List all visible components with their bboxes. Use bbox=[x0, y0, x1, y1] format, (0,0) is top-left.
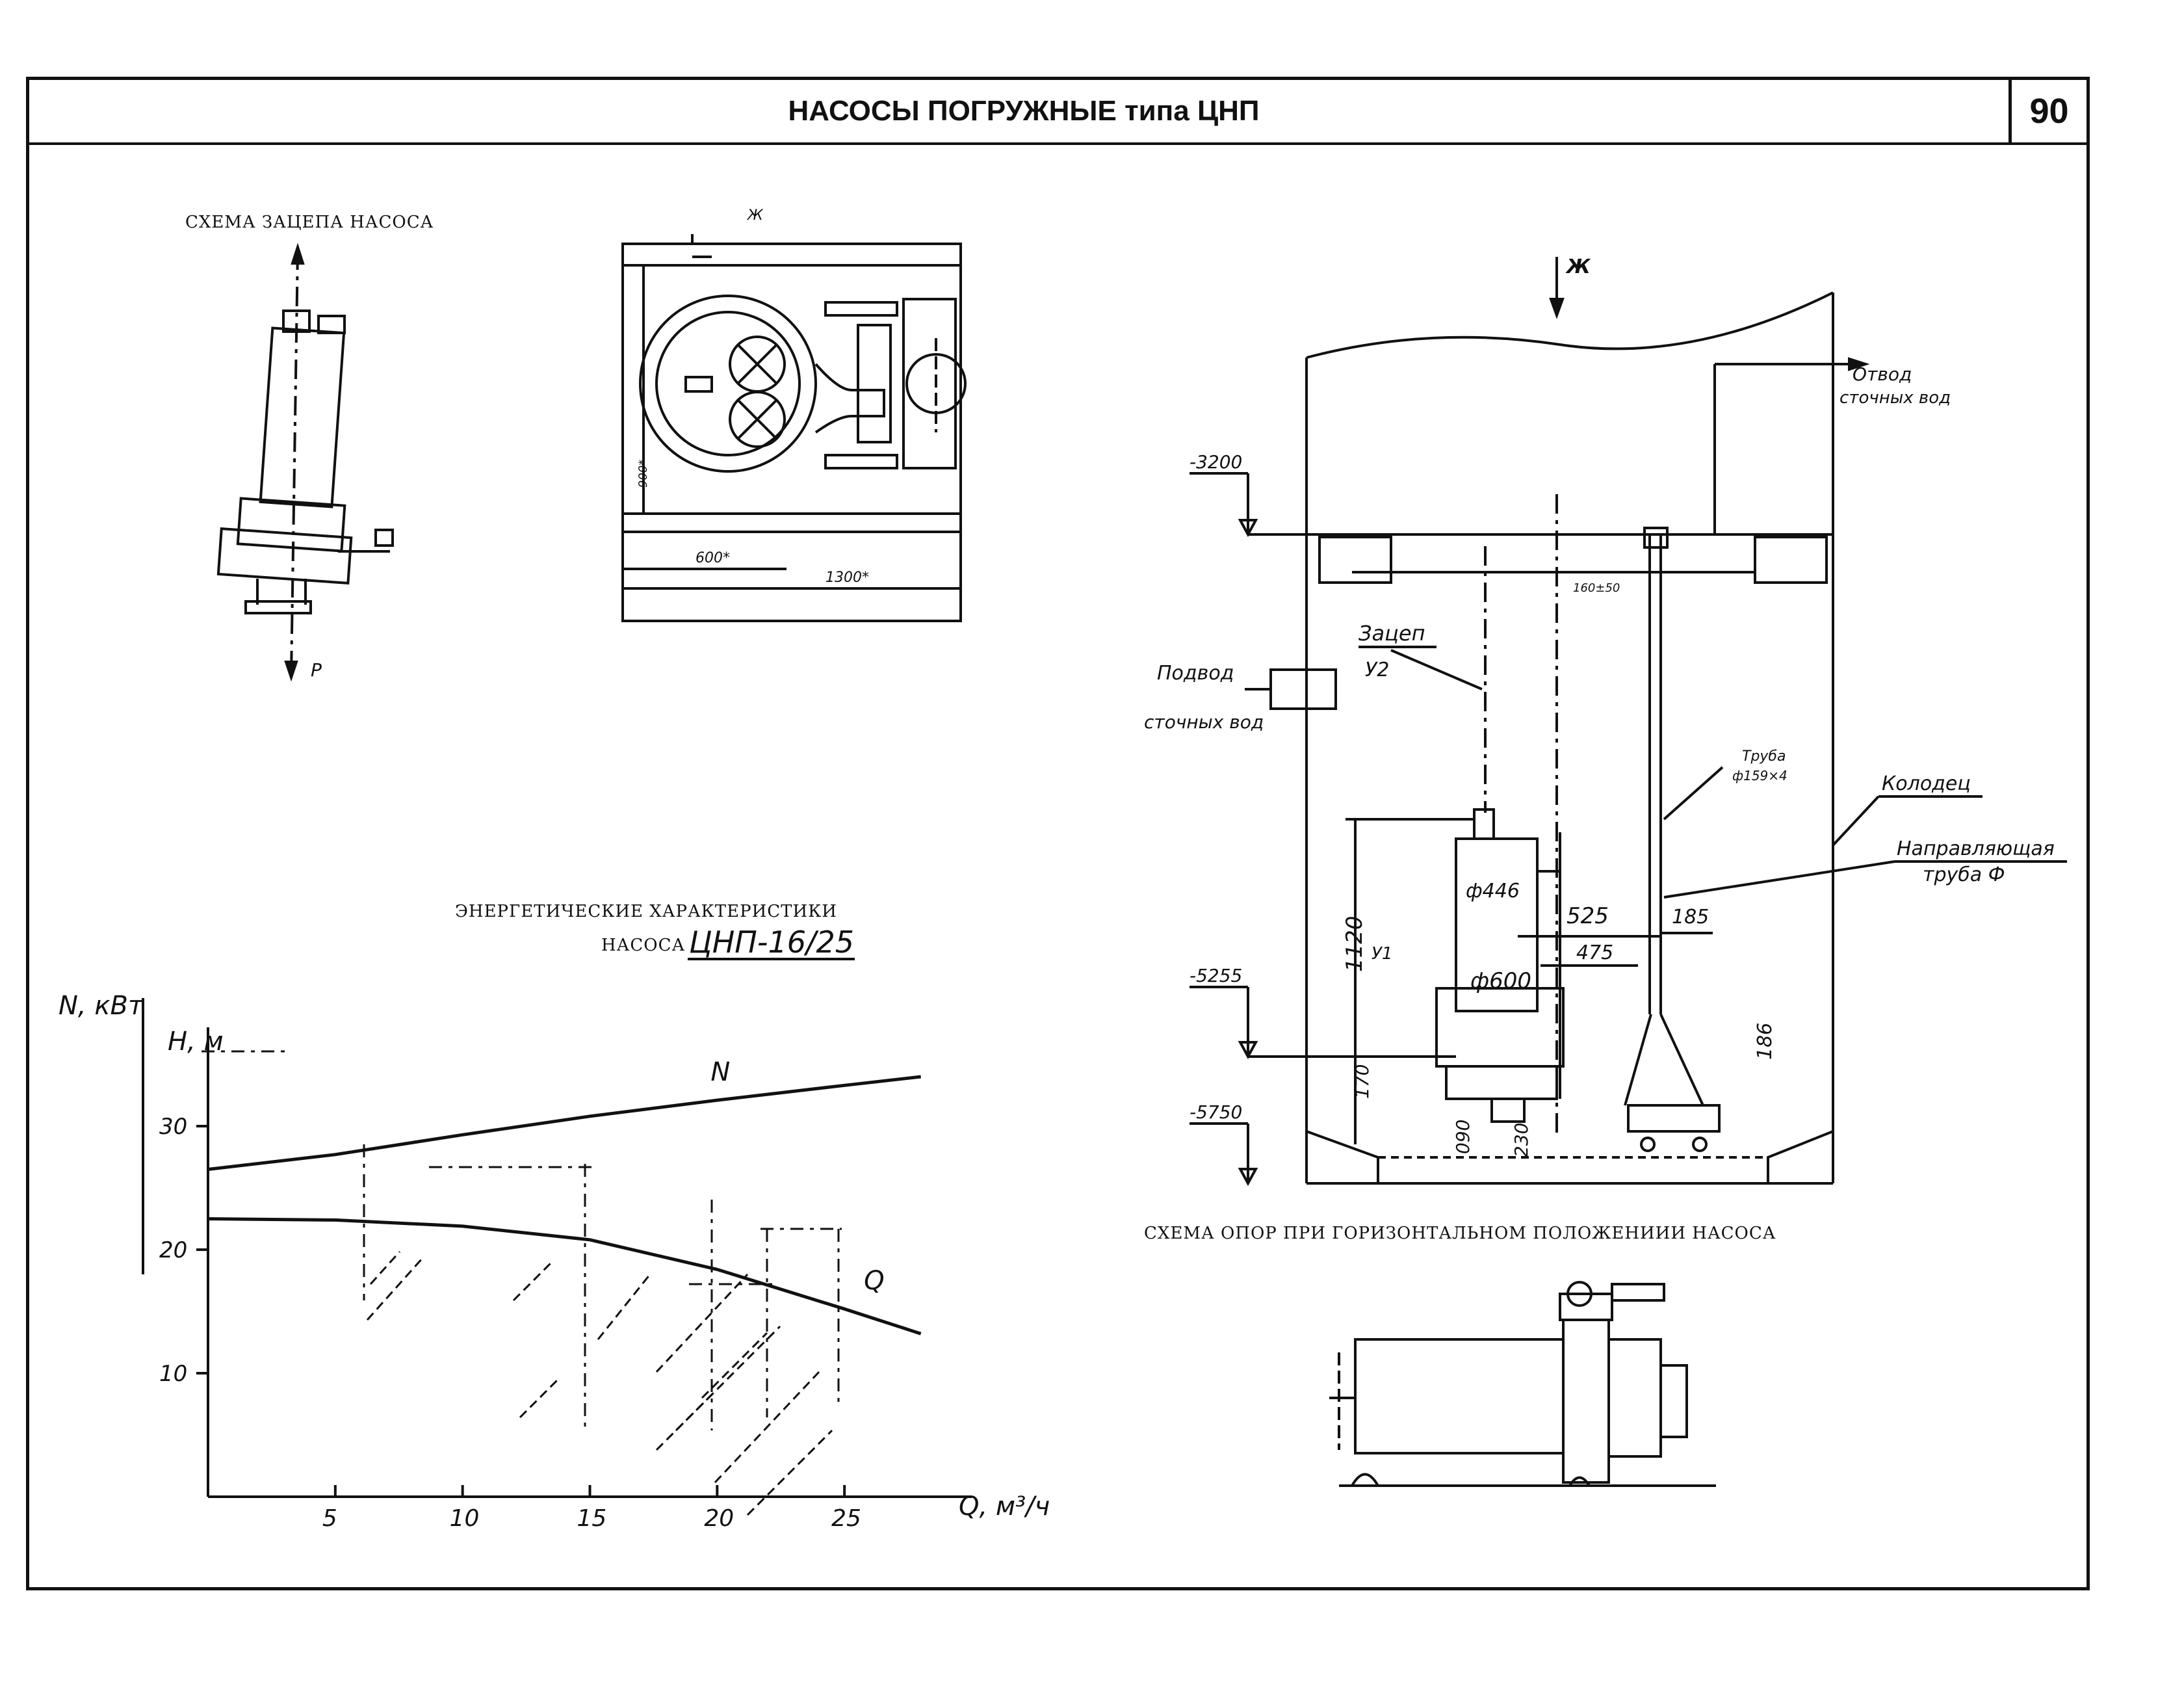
level-mid: -5255 bbox=[1190, 965, 1242, 986]
dim-600: 600* bbox=[696, 550, 730, 566]
level-bottom: -5750 bbox=[1190, 1101, 1242, 1123]
outlet-label-2: сточных вод bbox=[1840, 388, 1951, 408]
plan-view-figure: Ж 900* 600* 1300* bbox=[621, 207, 967, 622]
chart-caption-line1: ЭНЕРГЕТИЧЕСКИЕ ХАРАКТЕРИСТИКИ bbox=[455, 902, 837, 921]
well-section-figure: Ж Отвод сточных вод -3200 160±50 Подвод bbox=[1144, 256, 2067, 1187]
dim-446: ф446 bbox=[1466, 880, 1520, 902]
hook-scheme-caption: СХЕМА ЗАЦЕПА НАСОСА bbox=[185, 213, 434, 232]
x-tick-label: 15 bbox=[577, 1505, 607, 1532]
chart-construction-lines bbox=[202, 1050, 842, 1430]
page-title: НАСОСЫ ПОГРУЖНЫЕ типа ЦНП bbox=[788, 95, 1260, 127]
y-tick-label: 30 bbox=[159, 1114, 187, 1140]
guide-label-1: Направляющая bbox=[1897, 837, 2055, 860]
chart-model: ЦНП-16/25 bbox=[689, 925, 854, 960]
hook-sub: У2 bbox=[1365, 659, 1389, 681]
dim-475: 475 bbox=[1576, 941, 1613, 964]
y-axis-label: H, м bbox=[168, 1027, 224, 1057]
dim-525: 525 bbox=[1566, 903, 1609, 929]
hook-label: Зацеп bbox=[1358, 621, 1425, 646]
chart-hatching bbox=[366, 1250, 833, 1516]
header-bar: НАСОСЫ ПОГРУЖНЫЕ типа ЦНП 90 bbox=[29, 80, 2086, 145]
dim-090: 090 bbox=[1452, 1120, 1474, 1154]
y-tick-label: 20 bbox=[159, 1237, 187, 1263]
left-axis-label: N, кВт bbox=[58, 991, 144, 1021]
chart-caption-prefix: НАСОСА bbox=[601, 936, 685, 955]
chart-series: NQ bbox=[207, 1057, 922, 1335]
series-label-q: Q bbox=[864, 1266, 884, 1296]
support-scheme-caption: СХЕМА ОПОР ПРИ ГОРИЗОНТАЛЬНОМ ПОЛОЖЕНИИИ… bbox=[1144, 1224, 1776, 1243]
support-scheme-figure: СХЕМА ОПОР ПРИ ГОРИЗОНТАЛЬНОМ ПОЛОЖЕНИИИ… bbox=[1144, 1224, 1776, 1487]
x-tick-label: 5 bbox=[322, 1505, 337, 1532]
y-ticks: 10 20 30 bbox=[159, 1114, 208, 1387]
dim-170: 170 bbox=[1351, 1064, 1373, 1099]
dim-160: 160±50 bbox=[1573, 581, 1620, 595]
level-top: -3200 bbox=[1190, 451, 1242, 473]
x-tick-label: 25 bbox=[831, 1505, 861, 1532]
dim-900: 900* bbox=[636, 460, 650, 488]
x-tick-label: 10 bbox=[450, 1505, 480, 1532]
dim-185: 185 bbox=[1672, 906, 1709, 928]
x-axis-label: Q, м³/ч bbox=[959, 1492, 1050, 1521]
plan-view-label: Ж bbox=[746, 207, 764, 224]
hook-scheme-figure: СХЕМА ЗАЦЕПА НАСОСА P bbox=[185, 213, 434, 682]
dim-230: 230 bbox=[1511, 1123, 1532, 1157]
x-tick-label: 20 bbox=[704, 1505, 734, 1532]
page-number: 90 bbox=[2008, 80, 2086, 142]
dim-186: 186 bbox=[1754, 1023, 1776, 1060]
dim-1120: 1120 bbox=[1342, 915, 1368, 972]
well-label: Колодец bbox=[1882, 772, 1971, 795]
x-ticks: 5 10 15 20 25 bbox=[322, 1485, 861, 1532]
inlet-label-1: Подвод bbox=[1157, 662, 1234, 685]
series-label-n: N bbox=[710, 1057, 730, 1087]
guide-label-2: труба Ф bbox=[1923, 863, 2005, 886]
outlet-label-1: Отвод bbox=[1852, 363, 1912, 385]
inlet-label-2: сточных вод bbox=[1144, 711, 1264, 733]
dim-y1: У1 bbox=[1372, 944, 1392, 964]
dim-1300: 1300* bbox=[826, 570, 869, 586]
series-line-q bbox=[207, 1217, 922, 1335]
view-marker: Ж bbox=[1565, 256, 1591, 278]
energy-characteristics-chart: ЭНЕРГЕТИЧЕСКИЕ ХАРАКТЕРИСТИКИ НАСОСА ЦНП… bbox=[58, 902, 1050, 1532]
series-line-n bbox=[207, 1075, 921, 1171]
drawing-sheet: НАСОСЫ ПОГРУЖНЫЕ типа ЦНП 90 bbox=[26, 77, 2090, 1590]
pipe-size: ф159×4 bbox=[1732, 768, 1788, 783]
dim-600d: ф600 bbox=[1470, 968, 1531, 994]
pipe-label: Труба bbox=[1742, 748, 1786, 765]
y-tick-label: 10 bbox=[159, 1361, 187, 1387]
force-label: P bbox=[311, 659, 322, 681]
